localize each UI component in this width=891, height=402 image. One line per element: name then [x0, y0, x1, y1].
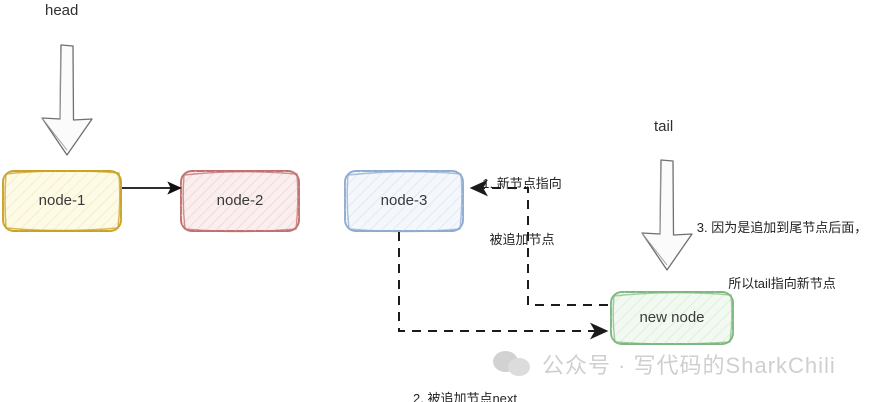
node-box-node-3[interactable] — [344, 170, 464, 233]
node-label-node-2: node-2 — [216, 192, 264, 209]
annotation-1: 1. 新节点指向 被追加节点 — [452, 137, 592, 288]
node-label-node-3: node-3 — [380, 192, 428, 209]
node-box-node-1[interactable] — [2, 169, 122, 232]
node-label-node-1: node-1 — [38, 192, 86, 209]
edge-node3-newnode — [398, 232, 609, 340]
annotation-2: 2. 被追加节点next 指向新节点 — [370, 352, 560, 402]
annotation-3-line-2: 所以tail指向新节点 — [728, 276, 836, 292]
annotation-1-line-2: 被追加节点 — [489, 232, 555, 248]
head-pointer-label: head — [45, 2, 79, 19]
tail-block-arrow — [641, 159, 693, 271]
tail-pointer-label: tail — [654, 118, 674, 135]
head-block-arrow — [41, 44, 93, 156]
annotation-3: 3. 因为是追加到尾节点后面， 所以tail指向新节点 — [673, 181, 891, 332]
node-box-node-2[interactable] — [180, 170, 300, 233]
annotation-2-line-1: 2. 被追加节点next — [412, 390, 518, 402]
annotation-1-line-1: 1. 新节点指向 — [482, 175, 562, 191]
annotation-3-line-1: 3. 因为是追加到尾节点后面， — [696, 219, 868, 235]
node-label-new-node: new node — [639, 309, 705, 326]
edge-newnode-node3 — [469, 179, 608, 306]
node-box-new-node[interactable] — [610, 291, 734, 345]
